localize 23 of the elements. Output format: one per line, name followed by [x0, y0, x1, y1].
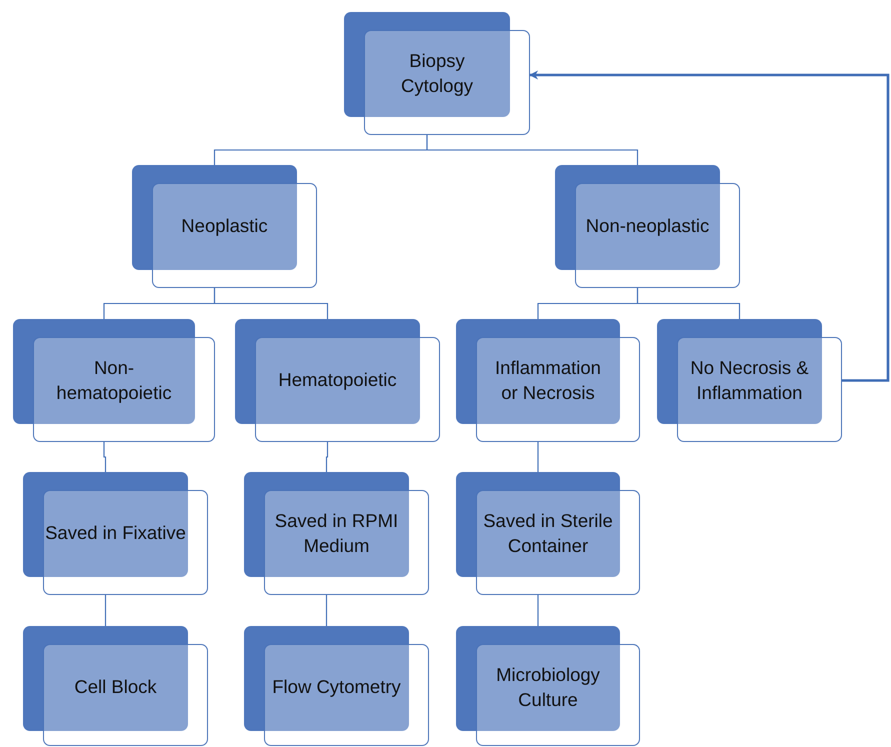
node-label: Saved in Sterile Container [482, 509, 614, 558]
connector-line [537, 442, 539, 472]
connector-line [326, 595, 328, 626]
connector-line [104, 595, 106, 626]
arrow [529, 70, 890, 382]
node-label: No Necrosis & Inflammation [689, 356, 810, 404]
node-label: Biopsy Cytology [400, 49, 474, 98]
node-label: Non-neoplastic [584, 214, 710, 238]
connector-line [426, 135, 638, 165]
connector-line [636, 288, 740, 319]
connector-line [214, 288, 328, 319]
connector-line [326, 442, 328, 472]
connector-line [537, 595, 539, 626]
node-label: Inflammation or Necrosis [494, 356, 602, 404]
connector-line [103, 442, 106, 472]
node-label: Hematopoietic [277, 368, 398, 392]
node-label: Flow Cytometry [271, 675, 402, 700]
node-label: Saved in Fixative [44, 521, 187, 546]
node-label: Microbiology Culture [495, 663, 601, 712]
node-label: Non- hematopoietic [55, 356, 173, 405]
node-label: Neoplastic [180, 214, 269, 238]
node-label: Saved in RPMI Medium [274, 509, 400, 558]
node-label: Cell Block [73, 675, 158, 700]
